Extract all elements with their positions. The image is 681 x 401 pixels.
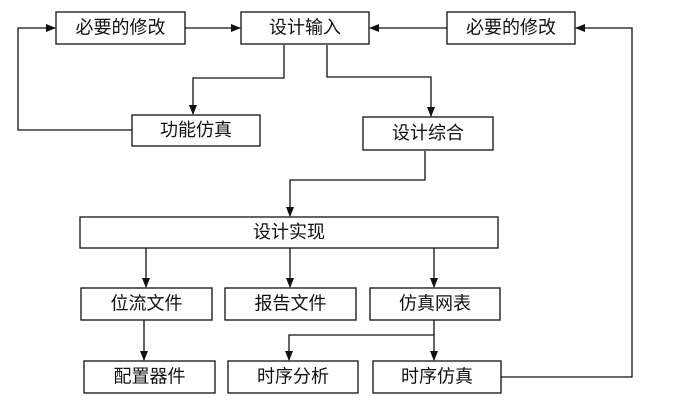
node-configure-label: 配置器件 <box>114 367 186 388</box>
arrowhead <box>427 107 435 117</box>
arrowhead <box>369 24 379 32</box>
node-timing-analysis: 时序分析 <box>227 360 359 394</box>
node-design-input: 设计输入 <box>240 11 370 45</box>
arrowhead <box>189 105 197 115</box>
arrowhead <box>46 24 56 32</box>
node-sim-netlist-label: 仿真网表 <box>399 294 471 315</box>
arrowhead <box>286 278 294 288</box>
arrowhead <box>140 351 148 361</box>
node-implementation: 设计实现 <box>79 216 499 249</box>
edge-timingsim-to-modify-right <box>501 27 633 378</box>
edge-synthesis-to-implementation <box>289 151 426 216</box>
node-synthesis: 设计综合 <box>362 116 494 151</box>
edge-netlist-to-timing-analysis <box>288 320 435 360</box>
node-bitstream-label: 位流文件 <box>111 294 183 315</box>
arrowhead <box>575 24 585 32</box>
node-function-sim-label: 功能仿真 <box>160 120 232 141</box>
node-synthesis-label: 设计综合 <box>392 123 464 144</box>
arrowhead <box>430 278 438 288</box>
node-modify-left: 必要的修改 <box>55 11 186 45</box>
node-sim-netlist: 仿真网表 <box>369 287 501 321</box>
node-timing-analysis-label: 时序分析 <box>257 367 329 388</box>
node-bitstream: 位流文件 <box>80 287 213 321</box>
node-modify-right: 必要的修改 <box>446 11 576 45</box>
node-report: 报告文件 <box>224 287 357 321</box>
node-configure: 配置器件 <box>83 360 216 394</box>
arrowhead <box>231 24 241 32</box>
node-modify-left-label: 必要的修改 <box>76 18 166 39</box>
node-timing-sim: 时序仿真 <box>372 360 502 394</box>
node-timing-sim-label: 时序仿真 <box>401 367 473 388</box>
edge-input-to-synthesis <box>326 45 432 116</box>
node-design-input-label: 设计输入 <box>269 18 341 39</box>
node-report-label: 报告文件 <box>255 294 327 315</box>
arrowhead <box>286 207 294 217</box>
node-modify-right-label: 必要的修改 <box>466 18 556 39</box>
arrowhead <box>430 351 438 361</box>
node-function-sim: 功能仿真 <box>131 114 261 147</box>
edge-funcsim-to-modify-left <box>17 27 132 131</box>
arrowhead <box>285 351 293 361</box>
edge-input-to-funcsim <box>192 45 285 114</box>
arrowhead <box>142 278 150 288</box>
node-implementation-label: 设计实现 <box>253 222 325 243</box>
